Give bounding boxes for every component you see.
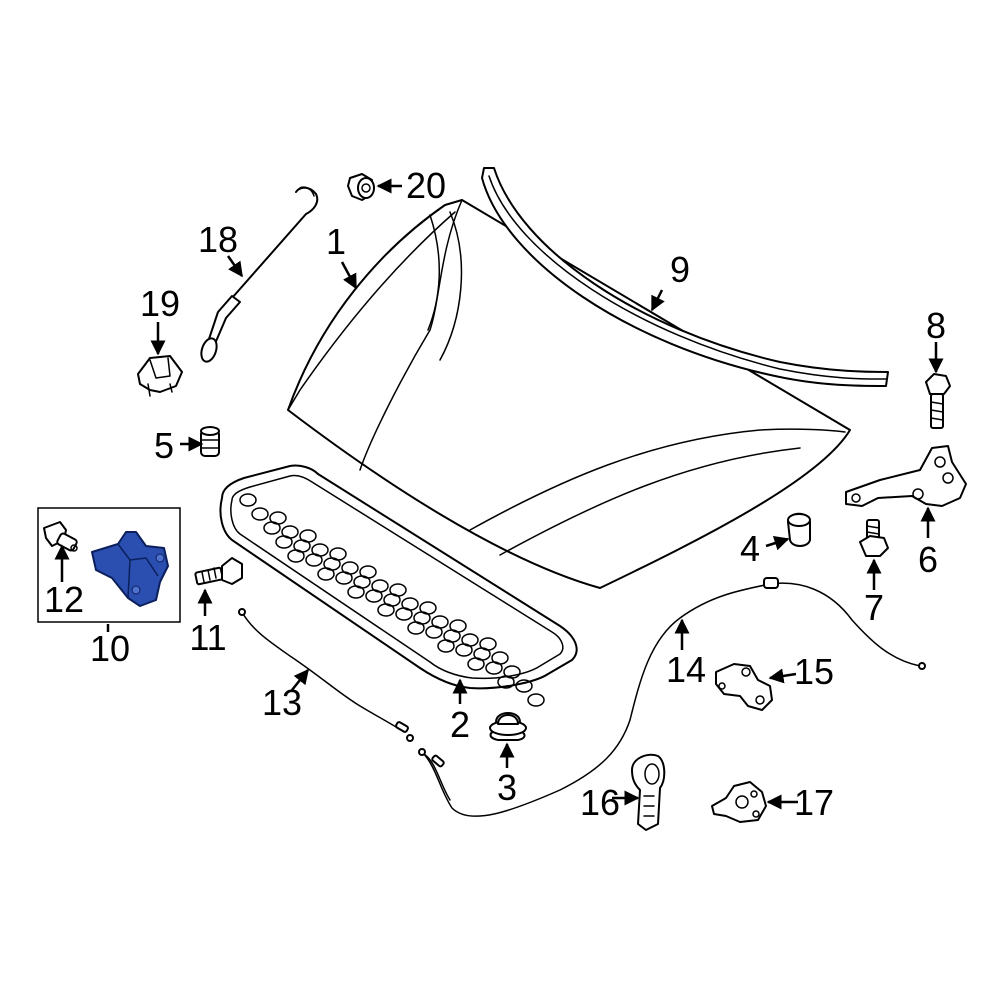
weatherstrip[interactable] xyxy=(481,167,889,387)
insulator-hole xyxy=(527,693,545,707)
hood-bumper-4[interactable] xyxy=(787,512,811,547)
latch-assembly-box xyxy=(37,507,181,623)
insulator-hole xyxy=(371,579,389,593)
insulator-hole xyxy=(503,665,521,679)
leader-lines xyxy=(54,178,944,810)
callout-10: 10 xyxy=(90,628,130,669)
insulator-retainer[interactable] xyxy=(489,712,527,741)
hood-insulator[interactable] xyxy=(219,464,578,707)
callout-labels: 1 2 3 4 5 6 7 8 9 10 12 11 13 14 15 16 1… xyxy=(44,165,946,823)
callout-12: 12 xyxy=(44,579,84,620)
hinge-bolt-7[interactable] xyxy=(859,519,889,557)
insulator-hole xyxy=(359,565,377,579)
insulator-hole xyxy=(491,651,509,665)
callout-6: 6 xyxy=(918,539,938,580)
callout-2: 2 xyxy=(450,704,470,745)
callout-5: 5 xyxy=(154,425,174,466)
callout-1: 1 xyxy=(326,221,346,262)
latch-switch[interactable] xyxy=(43,521,78,552)
insulator-hole xyxy=(431,615,449,629)
insulator-hole xyxy=(389,583,407,597)
insulator-hole xyxy=(329,547,347,561)
grommet[interactable] xyxy=(347,173,375,201)
prop-rod[interactable] xyxy=(199,186,319,363)
insulator-hole xyxy=(299,529,317,543)
release-handle[interactable] xyxy=(631,753,666,831)
insulator-hole xyxy=(239,493,257,507)
release-cable-14[interactable] xyxy=(418,577,926,817)
hinge-bolt-8[interactable] xyxy=(925,373,951,429)
callout-20: 20 xyxy=(406,165,446,206)
hood-latch[interactable] xyxy=(91,531,169,607)
handle-bracket[interactable] xyxy=(711,781,767,823)
insulator-hole xyxy=(401,597,419,611)
callout-13: 13 xyxy=(262,682,302,723)
insulator-holes xyxy=(239,493,545,707)
callout-4: 4 xyxy=(740,528,760,569)
insulator-hole xyxy=(449,619,467,633)
insulator-hole xyxy=(419,601,437,615)
insulator-hole xyxy=(251,507,269,521)
hood-hinge[interactable] xyxy=(845,445,967,507)
callout-15: 15 xyxy=(794,651,834,692)
callout-17: 17 xyxy=(794,782,834,823)
prop-rod-clip[interactable] xyxy=(137,355,183,397)
callout-18: 18 xyxy=(198,219,238,260)
callout-8: 8 xyxy=(926,305,946,346)
callout-3: 3 xyxy=(497,767,517,808)
insulator-hole xyxy=(479,637,497,651)
callout-11: 11 xyxy=(189,617,226,658)
hood-panel[interactable] xyxy=(287,199,851,589)
insulator-hole xyxy=(281,525,299,539)
callout-14: 14 xyxy=(666,649,706,690)
release-cable-13[interactable] xyxy=(238,608,414,742)
latch-bolt[interactable] xyxy=(194,557,243,586)
hood-bumper-5[interactable] xyxy=(200,426,220,457)
cable-bracket[interactable] xyxy=(715,663,773,711)
callout-19: 19 xyxy=(140,283,180,324)
callout-9: 9 xyxy=(670,249,690,290)
callout-16: 16 xyxy=(580,782,620,823)
insulator-hole xyxy=(461,633,479,647)
insulator-hole xyxy=(269,511,287,525)
insulator-hole xyxy=(515,679,533,693)
callout-7: 7 xyxy=(864,587,884,628)
insulator-hole xyxy=(311,543,329,557)
insulator-hole xyxy=(341,561,359,575)
